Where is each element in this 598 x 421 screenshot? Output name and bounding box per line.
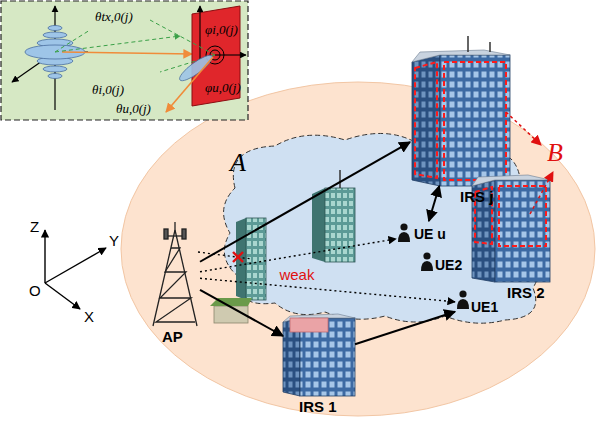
node-label: UE u bbox=[414, 226, 446, 242]
blocked-link bbox=[198, 252, 252, 262]
coordinate-axes bbox=[45, 230, 106, 309]
axis-label: Z bbox=[30, 218, 39, 235]
irs-building bbox=[283, 314, 355, 396]
region-label: B bbox=[547, 138, 563, 168]
signal-link bbox=[200, 290, 283, 336]
scenery-buildings bbox=[210, 170, 355, 323]
node-label: AP bbox=[162, 328, 183, 345]
node-label: IRS 2 bbox=[507, 284, 545, 301]
user-node: UE2 bbox=[419, 250, 469, 276]
user-icons bbox=[398, 223, 469, 309]
node-label: A bbox=[230, 148, 246, 178]
user-node: UE1 bbox=[455, 286, 502, 322]
angle-label: φi,0(j) bbox=[205, 22, 238, 38]
angle-label: φu,0(j) bbox=[205, 80, 241, 96]
signal-link bbox=[200, 142, 410, 262]
axis-label: X bbox=[84, 308, 94, 325]
inset-panel bbox=[1, 1, 248, 120]
access-point-node: AP bbox=[150, 226, 200, 326]
axis-label: O bbox=[29, 282, 41, 299]
signal-link-dotted bbox=[200, 278, 455, 302]
edge-label: weak bbox=[277, 266, 316, 283]
node-label: IRS j bbox=[460, 188, 493, 205]
node-label: UE2 bbox=[435, 257, 462, 273]
region-cloud bbox=[215, 128, 550, 328]
coverage-ellipse bbox=[121, 82, 595, 416]
irs-building-node: IRS j bbox=[410, 40, 512, 186]
node-label: IRS 1 bbox=[299, 398, 337, 415]
signal-link bbox=[355, 312, 455, 345]
axis-label: Y bbox=[109, 232, 119, 249]
angle-label: θu,0(j) bbox=[116, 101, 151, 117]
access-point-tower bbox=[153, 222, 197, 326]
node-label: UE1 bbox=[471, 299, 498, 315]
coverage-region: UE u UE2UE1 A bbox=[215, 128, 550, 324]
angle-label: θi,0(j) bbox=[92, 82, 124, 98]
irs-building bbox=[412, 36, 510, 186]
signal-link bbox=[429, 186, 439, 221]
angle-label: θtx,0(j) bbox=[95, 9, 133, 25]
irs-building-node: IRS 1 bbox=[283, 316, 355, 396]
user-node: UE u bbox=[396, 221, 454, 247]
irs-to-region-b bbox=[506, 112, 553, 214]
